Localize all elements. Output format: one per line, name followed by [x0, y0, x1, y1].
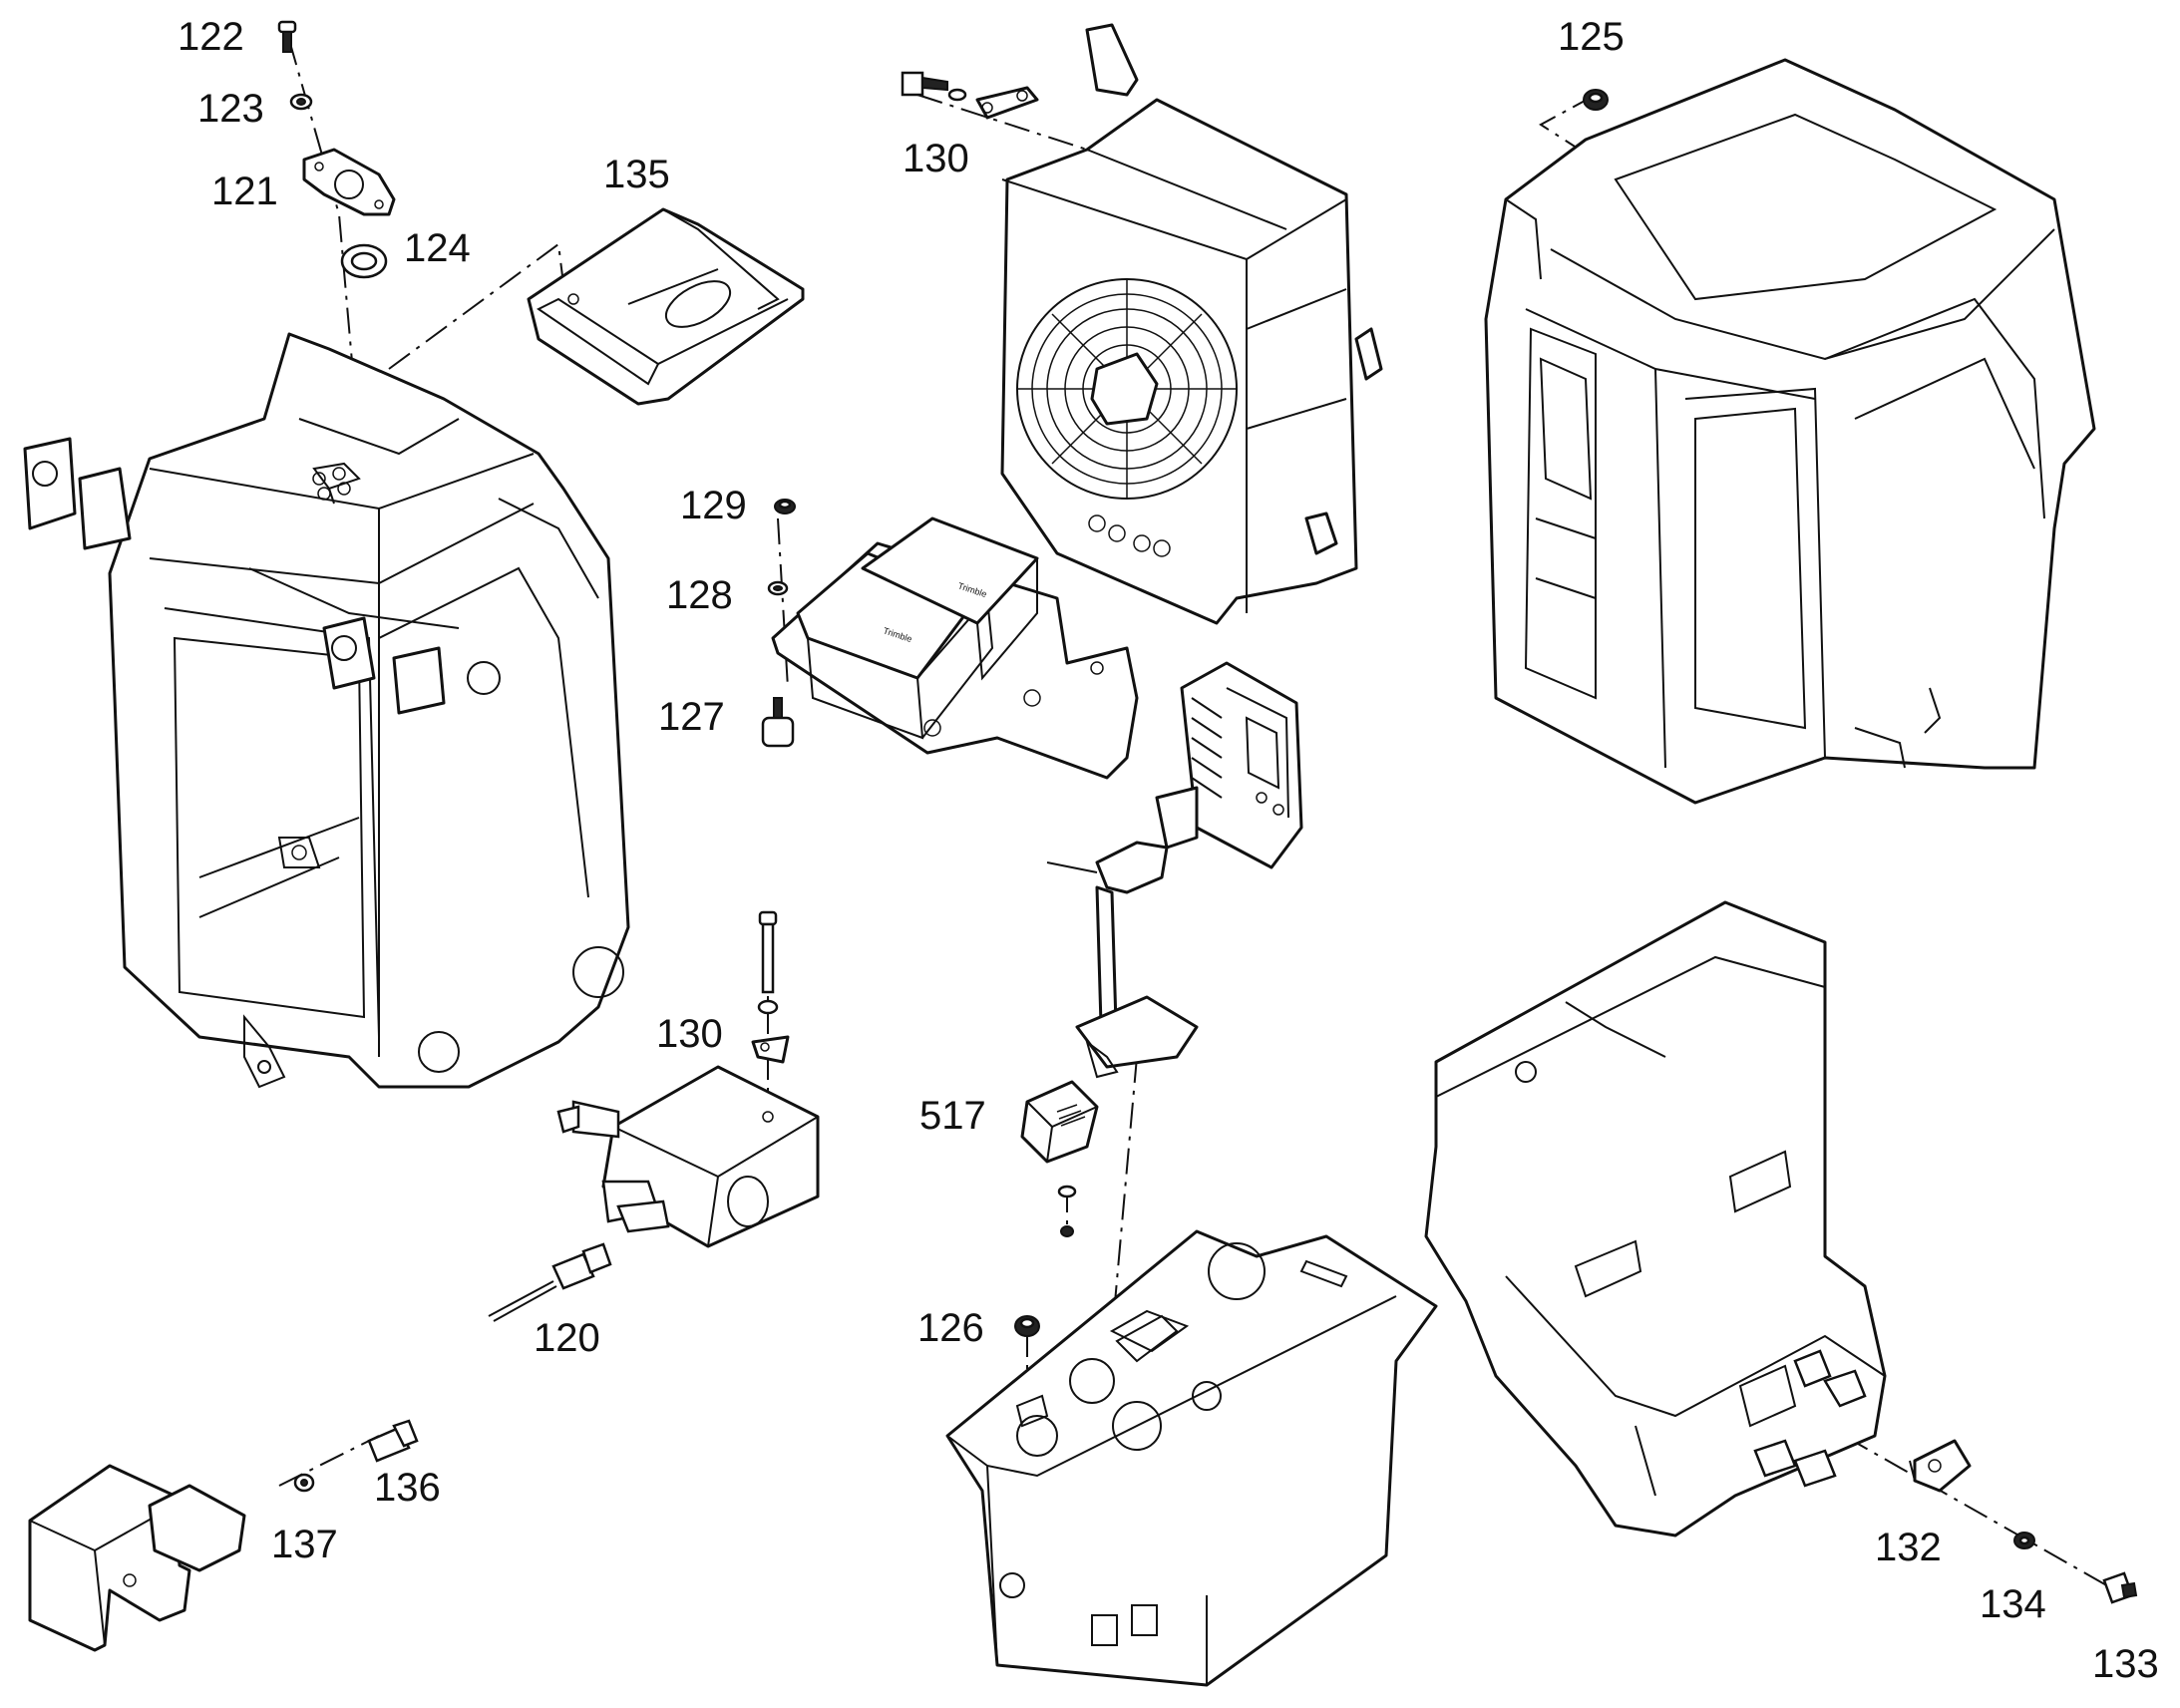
tray-135 — [527, 207, 805, 406]
receiver-module-assembly: Trimble Trimble — [771, 516, 1139, 780]
operator-cab — [1484, 58, 2096, 805]
callout-125: 125 — [1558, 15, 1625, 59]
cab-frame-assembly — [23, 332, 630, 1089]
bolt-and-strap-130-mid — [751, 910, 790, 1064]
callout-labels: 122 123 121 124 135 130 125 129 128 127 … — [178, 15, 2159, 1686]
plate-121 — [302, 148, 396, 216]
bolt-122 — [277, 20, 297, 53]
callout-130-mid: 130 — [656, 1012, 723, 1056]
valve-block — [556, 1065, 820, 1248]
callout-135: 135 — [603, 153, 670, 196]
callout-128: 128 — [666, 573, 733, 617]
seal-124 — [340, 243, 388, 279]
callout-126: 126 — [917, 1306, 984, 1350]
radiator-fan-assembly — [1000, 23, 1383, 625]
nut-126 — [1014, 1315, 1040, 1337]
cover-bracket-assembly — [28, 1464, 246, 1652]
callout-129: 129 — [680, 484, 747, 527]
callout-121: 121 — [211, 170, 278, 213]
connector-517 — [1020, 1080, 1099, 1164]
nut-129 — [774, 499, 796, 514]
nut-125 — [1583, 89, 1609, 111]
mount-127 — [761, 697, 795, 748]
side-console — [945, 1229, 1438, 1687]
strap-130-top — [901, 71, 1039, 120]
callout-137: 137 — [271, 1523, 338, 1566]
fender-panel-assembly — [1424, 900, 1887, 1537]
bolt-133 — [2102, 1571, 2138, 1604]
washer-134 — [2013, 1532, 2035, 1549]
callout-136: 136 — [374, 1466, 441, 1510]
callout-133: 133 — [2092, 1642, 2159, 1686]
callout-124: 124 — [404, 226, 471, 270]
callout-130-top: 130 — [903, 137, 969, 180]
callout-134: 134 — [1980, 1582, 2046, 1626]
washer-137 — [293, 1473, 315, 1493]
callout-127: 127 — [658, 695, 725, 739]
callout-120: 120 — [534, 1316, 600, 1360]
callout-123: 123 — [197, 87, 264, 131]
display-mount-assembly — [1046, 661, 1303, 1079]
nut-below-517 — [1057, 1185, 1077, 1237]
harness-120 — [488, 1242, 612, 1322]
washer-123 — [289, 93, 313, 111]
callout-517: 517 — [919, 1094, 986, 1138]
callout-122: 122 — [178, 15, 244, 59]
bracket-132 — [1909, 1439, 1972, 1493]
callout-132: 132 — [1875, 1526, 1942, 1569]
washer-128 — [767, 580, 789, 596]
bolt-136 — [367, 1419, 419, 1463]
